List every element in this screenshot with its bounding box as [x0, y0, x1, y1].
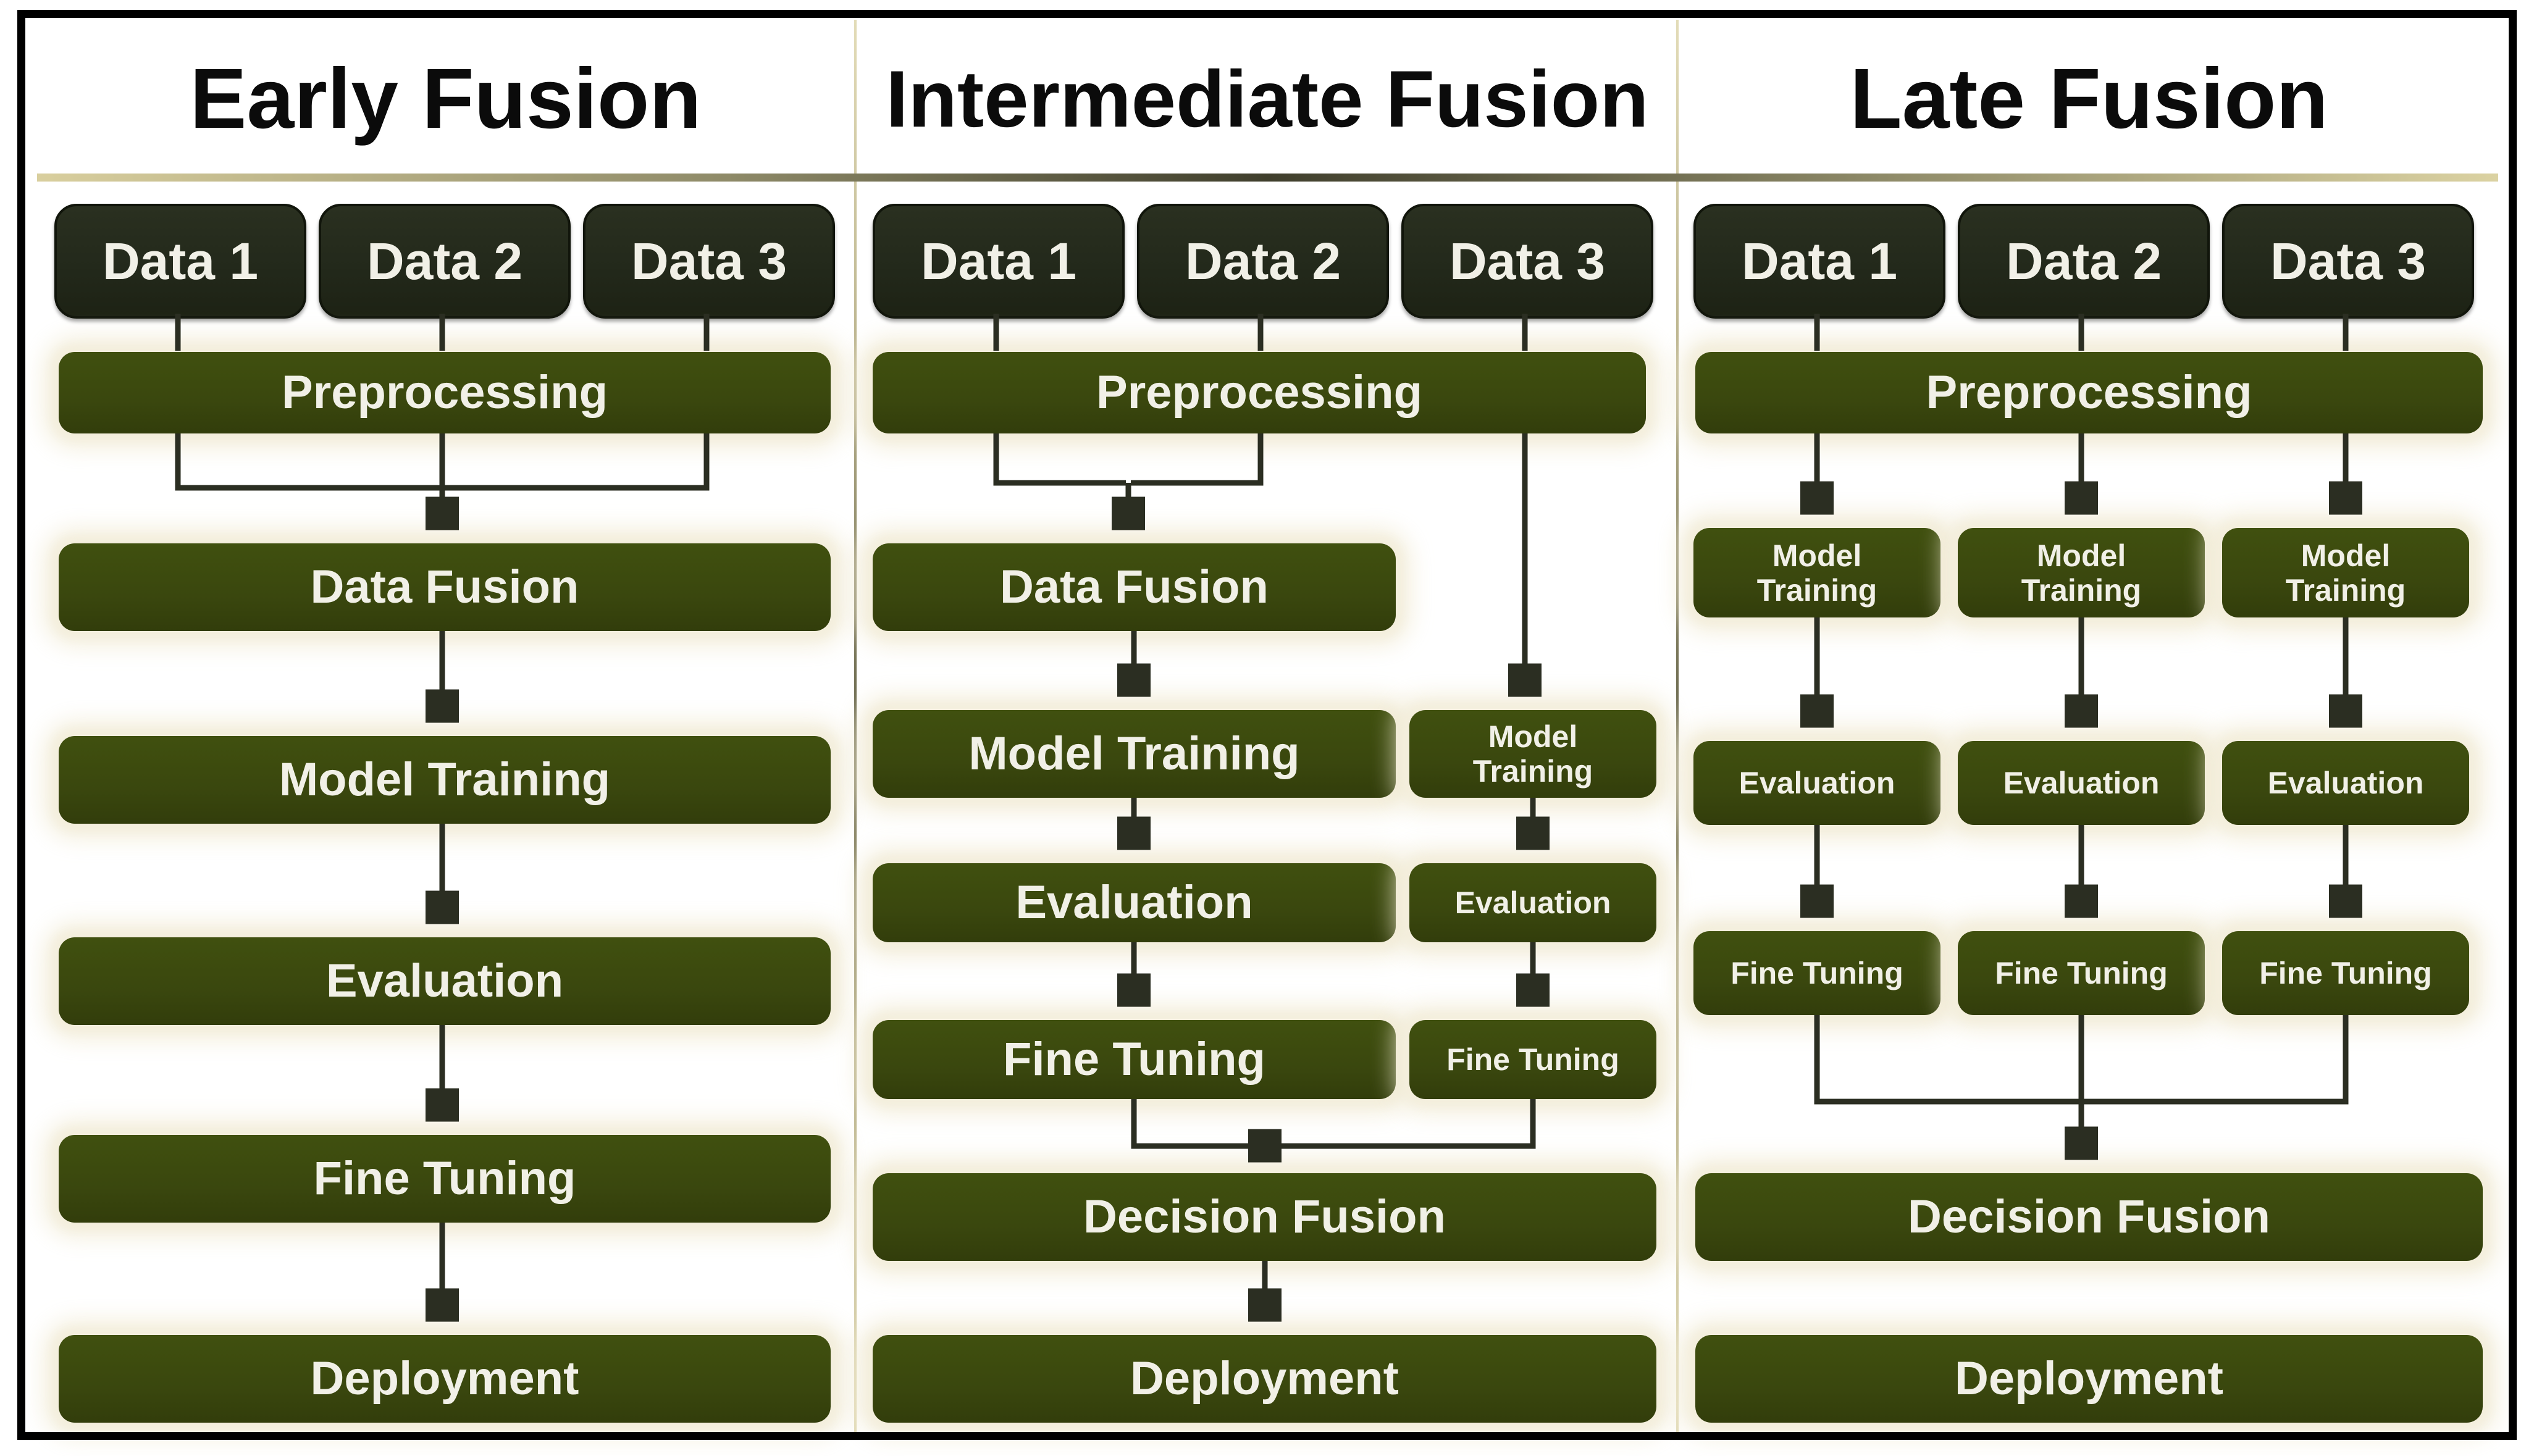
late-evaluation-1-box: Evaluation	[1693, 741, 1940, 825]
early-preprocessing-box: Preprocessing	[59, 352, 831, 433]
late-model-training-3-box: Model Training	[2222, 528, 2469, 617]
intermediate-decision-merge-left-elbow	[1131, 1099, 1262, 1149]
intermediate-merge-left-elbow	[993, 433, 1126, 486]
late-preprocessing-box: Preprocessing	[1695, 352, 2483, 433]
intermediate-decision-merge-right-elbow	[1267, 1099, 1536, 1149]
early-data-2-box: Data 2	[319, 204, 571, 319]
late-fine-tuning-3-box: Fine Tuning	[2222, 931, 2469, 1015]
late-fine-tuning-1-box: Fine Tuning	[1693, 931, 1940, 1015]
column-title-late-fusion: Late Fusion	[1850, 51, 2328, 146]
column-divider-1	[854, 20, 857, 1433]
late-data-2-box: Data 2	[1958, 204, 2210, 319]
intermediate-merge-right-elbow	[1131, 433, 1264, 486]
intermediate-model-training-side-box: Model Training	[1409, 710, 1656, 798]
late-decision-merge-left-elbow	[1814, 1015, 2079, 1105]
late-data-3-box: Data 3	[2222, 204, 2474, 319]
intermediate-preprocessing-box: Preprocessing	[873, 352, 1646, 433]
early-merge-left-elbow	[175, 433, 440, 491]
column-title-intermediate-fusion: Intermediate Fusion	[886, 54, 1649, 144]
late-evaluation-3-box: Evaluation	[2222, 741, 2469, 825]
intermediate-evaluation-side-box: Evaluation	[1409, 863, 1656, 942]
late-fine-tuning-2-box: Fine Tuning	[1958, 931, 2205, 1015]
late-decision-merge-right-elbow	[2084, 1015, 2349, 1105]
early-model-training-box: Model Training	[59, 736, 831, 824]
intermediate-decision-fusion-box: Decision Fusion	[873, 1173, 1656, 1261]
early-data-1-box: Data 1	[54, 204, 306, 319]
intermediate-model-training-main-box: Model Training	[873, 710, 1396, 798]
intermediate-fine-tuning-main-box: Fine Tuning	[873, 1020, 1396, 1099]
late-deployment-box: Deployment	[1695, 1335, 2483, 1423]
column-title-early-fusion: Early Fusion	[190, 51, 702, 146]
early-merge-right-elbow	[445, 433, 710, 491]
early-data-3-box: Data 3	[583, 204, 835, 319]
intermediate-deployment-box: Deployment	[873, 1335, 1656, 1423]
early-data-fusion-box: Data Fusion	[59, 543, 831, 631]
intermediate-evaluation-main-box: Evaluation	[873, 863, 1396, 942]
late-model-training-1-box: Model Training	[1693, 528, 1940, 617]
early-fine-tuning-box: Fine Tuning	[59, 1135, 831, 1223]
intermediate-data-fusion-box: Data Fusion	[873, 543, 1396, 631]
early-deployment-box: Deployment	[59, 1335, 831, 1423]
intermediate-data-1-box: Data 1	[873, 204, 1125, 319]
early-evaluation-box: Evaluation	[59, 937, 831, 1025]
late-decision-fusion-box: Decision Fusion	[1695, 1173, 2483, 1261]
late-model-training-2-box: Model Training	[1958, 528, 2205, 617]
column-divider-2	[1676, 20, 1679, 1433]
intermediate-fine-tuning-side-box: Fine Tuning	[1409, 1020, 1656, 1099]
title-underline-rule	[37, 174, 2498, 182]
intermediate-data-2-box: Data 2	[1137, 204, 1389, 319]
late-data-1-box: Data 1	[1693, 204, 1945, 319]
late-evaluation-2-box: Evaluation	[1958, 741, 2205, 825]
